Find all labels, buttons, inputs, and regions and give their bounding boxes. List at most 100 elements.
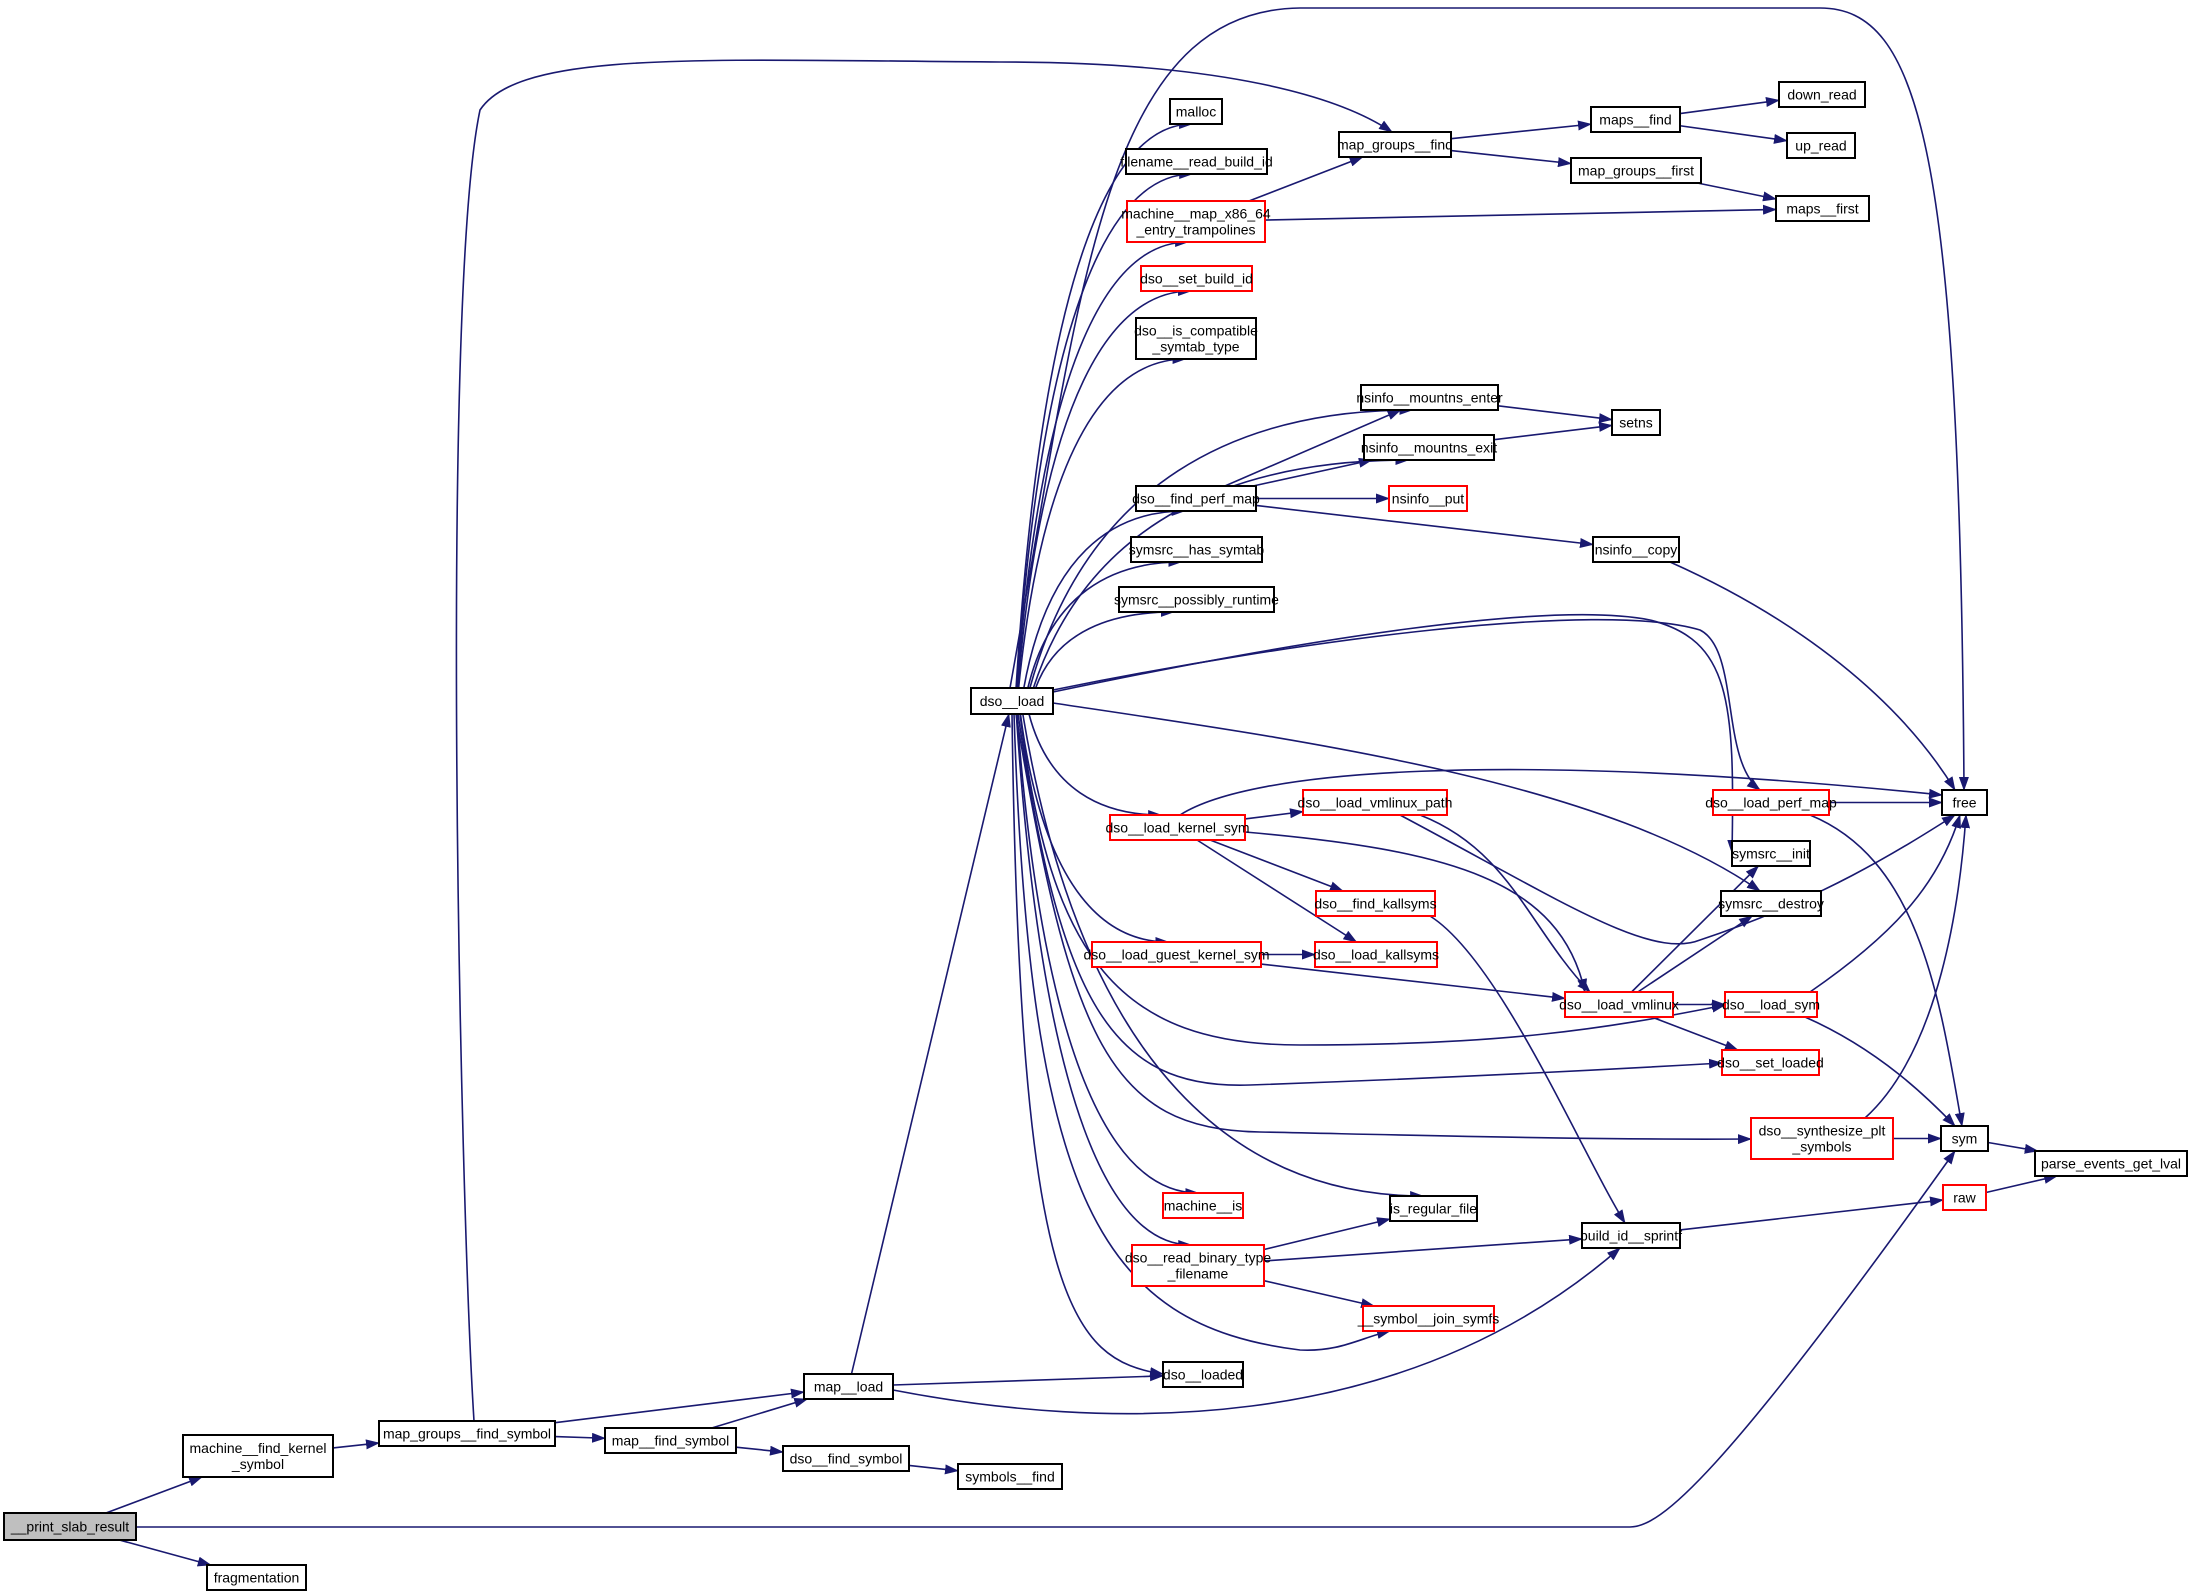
node-print_slab_result[interactable]: __print_slab_result: [3, 1512, 137, 1541]
node-dso_find_kallsyms[interactable]: dso__find_kallsyms: [1314, 890, 1437, 917]
node-box[interactable]: [1720, 890, 1822, 917]
node-box[interactable]: [957, 1463, 1063, 1490]
node-box[interactable]: [1750, 1117, 1894, 1160]
node-box[interactable]: [1942, 1184, 1987, 1211]
node-nsinfo_mountns_exit[interactable]: nsinfo__mountns_exit: [1361, 434, 1497, 461]
node-box[interactable]: [1786, 132, 1856, 159]
node-map_find_symbol[interactable]: map__find_symbol: [604, 1427, 737, 1454]
node-dso_load_kernel_sym[interactable]: dso__load_kernel_sym: [1106, 814, 1250, 841]
node-maps_find[interactable]: maps__find: [1590, 106, 1681, 133]
node-dso_loaded[interactable]: dso__loaded: [1162, 1361, 1244, 1388]
node-box[interactable]: [1091, 941, 1262, 968]
node-box[interactable]: [1162, 1192, 1244, 1219]
node-box[interactable]: [970, 687, 1054, 715]
node-box[interactable]: [1315, 890, 1436, 917]
node-box[interactable]: [1140, 265, 1253, 292]
node-maps_first[interactable]: maps__first: [1775, 195, 1870, 222]
node-box[interactable]: [1125, 148, 1268, 175]
node-box[interactable]: [1592, 536, 1680, 563]
node-dso_load_perf_map[interactable]: dso__load_perf_map: [1705, 789, 1837, 816]
node-machine_find_kernel_symbol[interactable]: machine__find_kernel_symbol: [182, 1434, 334, 1478]
node-fragmentation[interactable]: fragmentation: [206, 1564, 307, 1591]
node-symsrc_has_symtab[interactable]: symsrc__has_symtab: [1129, 536, 1265, 563]
node-dso_synthesize_plt[interactable]: dso__synthesize_plt_symbols: [1750, 1117, 1894, 1160]
node-box[interactable]: [1570, 157, 1702, 184]
node-box[interactable]: [2034, 1150, 2188, 1177]
node-box[interactable]: [1314, 941, 1438, 968]
node-box[interactable]: [3, 1512, 137, 1541]
node-nsinfo_copy[interactable]: nsinfo__copy: [1592, 536, 1680, 563]
node-dso_load_vmlinux_path[interactable]: dso__load_vmlinux_path: [1298, 789, 1453, 816]
node-parse_events_get_lval[interactable]: parse_events_get_lval: [2034, 1150, 2188, 1177]
node-box[interactable]: [782, 1445, 910, 1472]
node-dso_load_sym[interactable]: dso__load_sym: [1722, 991, 1820, 1018]
node-malloc[interactable]: malloc: [1169, 98, 1223, 125]
node-box[interactable]: [182, 1434, 334, 1478]
node-box[interactable]: [1169, 98, 1223, 125]
node-symbols_find[interactable]: symbols__find: [957, 1463, 1063, 1490]
node-dso_find_perf_map[interactable]: dso__find_perf_map: [1132, 485, 1260, 512]
node-box[interactable]: [1564, 991, 1674, 1018]
node-box[interactable]: [604, 1427, 737, 1454]
node-nsinfo_put[interactable]: nsinfo__put: [1388, 485, 1468, 512]
node-box[interactable]: [1302, 789, 1448, 816]
node-dso_read_binary_type[interactable]: dso__read_binary_type_filename: [1125, 1244, 1272, 1287]
node-raw[interactable]: raw: [1942, 1184, 1987, 1211]
node-box[interactable]: [1131, 1244, 1265, 1287]
node-box[interactable]: [378, 1420, 556, 1447]
node-is_regular_file[interactable]: is_regular_file: [1389, 1195, 1478, 1222]
node-map_load[interactable]: map__load: [803, 1373, 894, 1400]
node-filename_read_build_id[interactable]: filename__read_build_id: [1120, 148, 1273, 175]
node-box[interactable]: [803, 1373, 894, 1400]
node-box[interactable]: [1721, 1049, 1820, 1076]
node-box[interactable]: [1712, 789, 1830, 816]
node-box[interactable]: [206, 1564, 307, 1591]
node-sym[interactable]: sym: [1940, 1125, 1989, 1152]
node-dso_load_guest_kernel_sym[interactable]: dso__load_guest_kernel_sym: [1083, 941, 1270, 968]
node-symsrc_init[interactable]: symsrc__init: [1731, 840, 1811, 867]
node-map_groups_find[interactable]: map_groups__find: [1337, 131, 1453, 158]
node-dso_is_compatible[interactable]: dso__is_compatible_symtab_type: [1134, 317, 1258, 360]
node-build_id_sprintf[interactable]: build_id__sprintf: [1580, 1222, 1682, 1249]
node-map_groups_find_symbol[interactable]: map_groups__find_symbol: [378, 1420, 556, 1447]
node-box[interactable]: [1941, 789, 1988, 816]
node-free[interactable]: free: [1941, 789, 1988, 816]
node-box[interactable]: [1162, 1361, 1244, 1388]
node-box[interactable]: [1126, 200, 1266, 243]
node-box[interactable]: [1611, 409, 1661, 436]
node-map_groups_first[interactable]: map_groups__first: [1570, 157, 1702, 184]
node-symsrc_possibly_runtime[interactable]: symsrc__possibly_runtime: [1114, 586, 1279, 613]
node-dso_set_loaded[interactable]: dso__set_loaded: [1717, 1049, 1824, 1076]
node-box[interactable]: [1338, 131, 1452, 158]
node-dso_load_kallsyms[interactable]: dso__load_kallsyms: [1313, 941, 1439, 968]
node-box[interactable]: [1940, 1125, 1989, 1152]
node-symsrc_destroy[interactable]: symsrc__destroy: [1718, 890, 1824, 917]
node-box[interactable]: [1362, 1305, 1495, 1332]
node-machine_is[interactable]: machine__is: [1162, 1192, 1244, 1219]
node-dso_set_build_id[interactable]: dso__set_build_id: [1140, 265, 1253, 292]
node-box[interactable]: [1135, 317, 1257, 360]
node-dso_load_vmlinux[interactable]: dso__load_vmlinux: [1559, 991, 1679, 1018]
node-box[interactable]: [1360, 384, 1499, 411]
node-box[interactable]: [1775, 195, 1870, 222]
node-box[interactable]: [1388, 485, 1468, 512]
node-box[interactable]: [1724, 991, 1818, 1018]
node-box[interactable]: [1731, 840, 1811, 867]
node-dso_find_symbol[interactable]: dso__find_symbol: [782, 1445, 910, 1472]
node-box[interactable]: [1130, 536, 1263, 563]
node-box[interactable]: [1363, 434, 1495, 461]
node-box[interactable]: [1109, 814, 1246, 841]
node-dso_load[interactable]: dso__load: [970, 687, 1054, 715]
node-box[interactable]: [1135, 485, 1257, 512]
node-box[interactable]: [1590, 106, 1681, 133]
node-nsinfo_mountns_enter[interactable]: nsinfo__mountns_enter: [1356, 384, 1503, 411]
node-box[interactable]: [1118, 586, 1275, 613]
node-up_read[interactable]: up_read: [1786, 132, 1856, 159]
node-setns[interactable]: setns: [1611, 409, 1661, 436]
node-box[interactable]: [1581, 1222, 1681, 1249]
node-box[interactable]: [1389, 1195, 1478, 1222]
node-symbol_join_symfs[interactable]: __symbol__join_symfs: [1357, 1305, 1500, 1332]
node-machine_map_x86_64[interactable]: machine__map_x86_64_entry_trampolines: [1121, 200, 1271, 243]
node-down_read[interactable]: down_read: [1778, 81, 1866, 108]
node-box[interactable]: [1778, 81, 1866, 108]
